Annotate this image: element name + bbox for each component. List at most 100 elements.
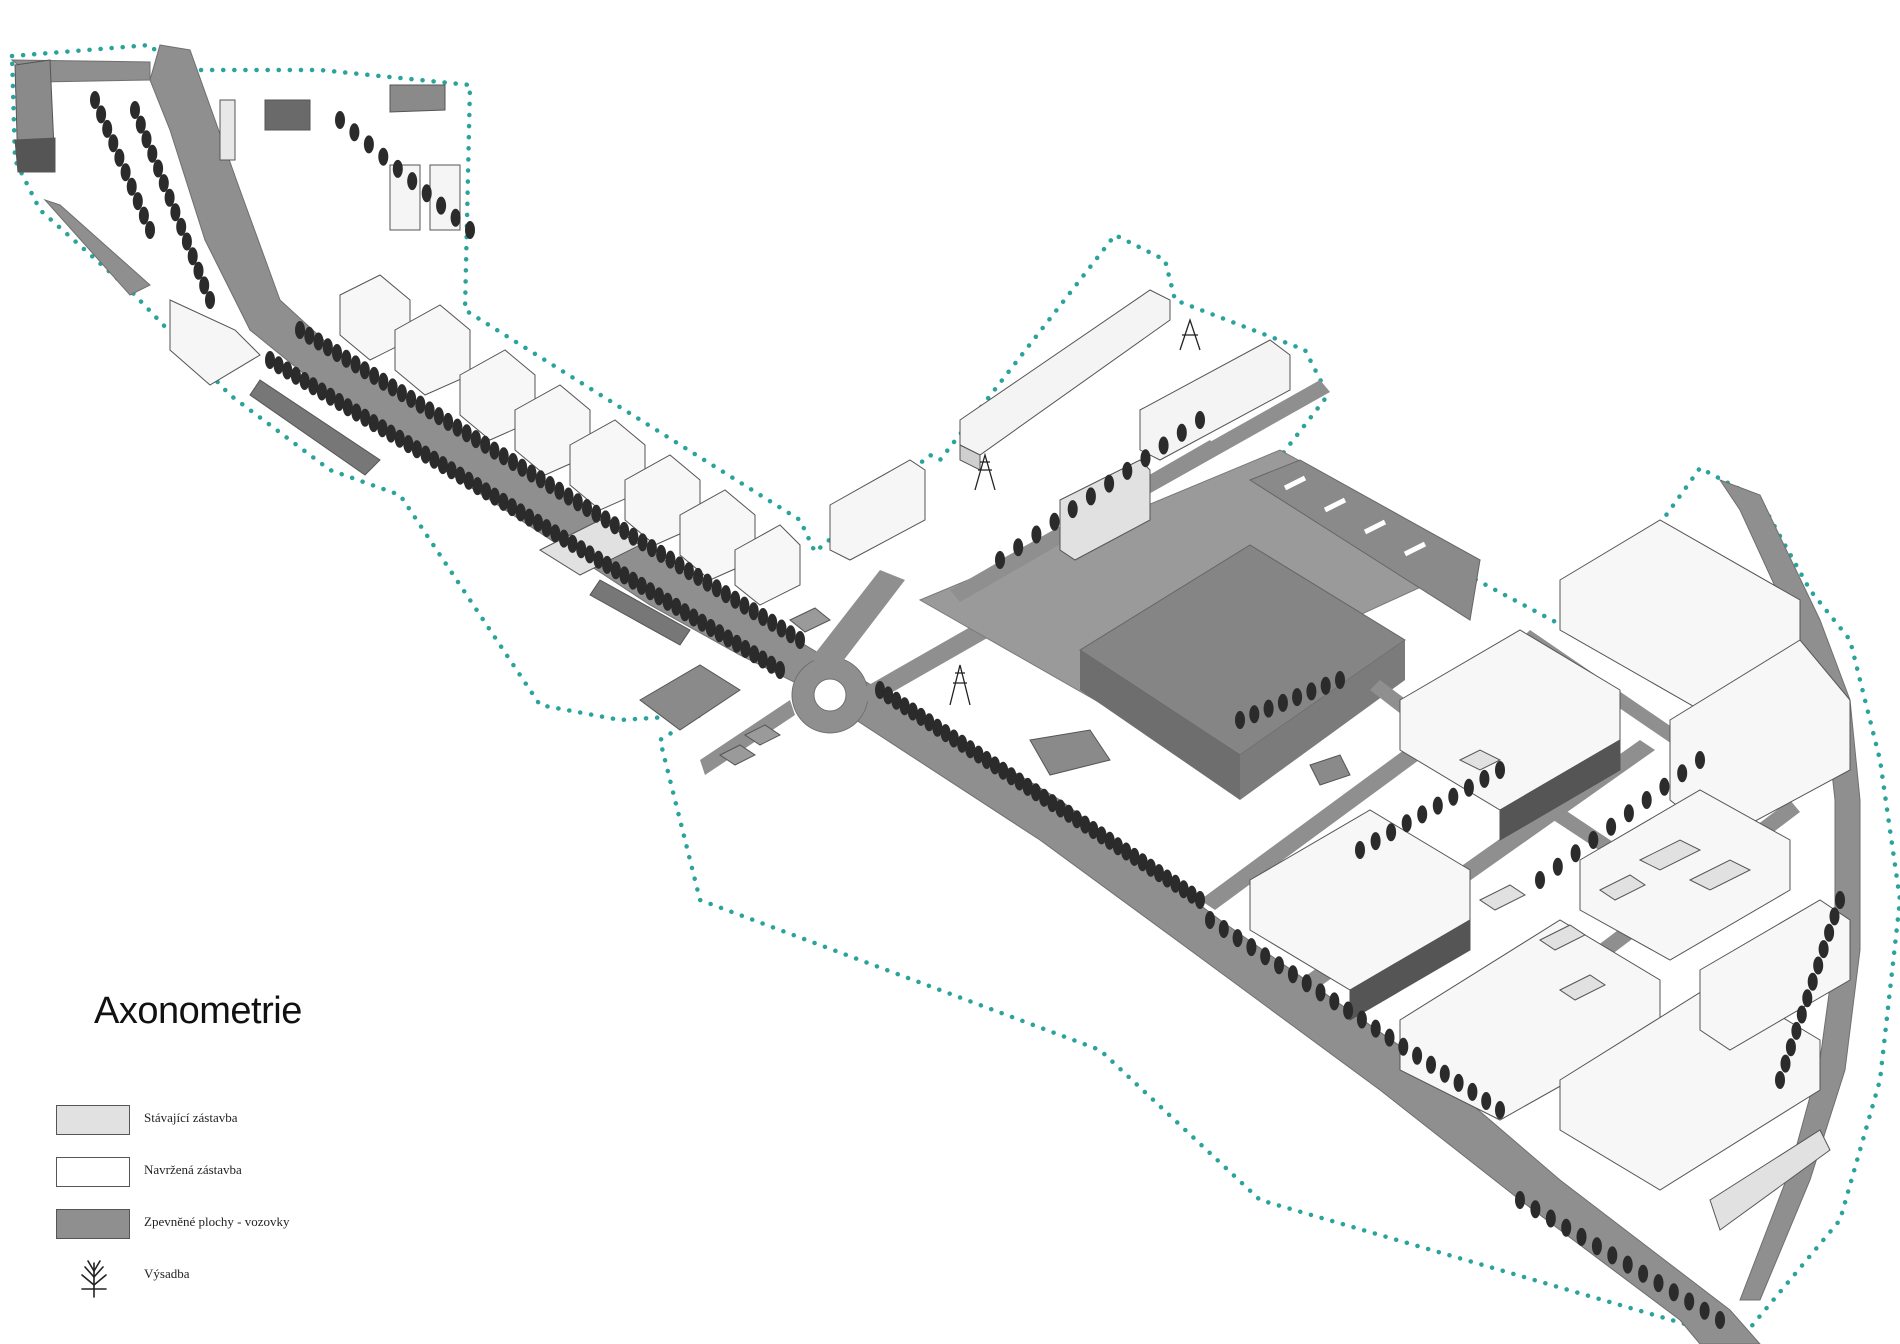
tree	[126, 177, 137, 196]
tree	[1030, 783, 1041, 802]
tree	[411, 440, 422, 459]
tree	[1176, 423, 1187, 442]
tree	[421, 184, 432, 203]
tree	[739, 596, 750, 615]
legend-label-paved: Zpevněné plochy - vozovky	[144, 1214, 290, 1229]
tree	[1552, 857, 1563, 876]
tree	[1063, 804, 1074, 823]
tree	[758, 608, 768, 626]
tree	[899, 697, 910, 716]
tree	[316, 382, 327, 401]
tree	[609, 516, 620, 535]
tree	[1699, 1301, 1710, 1320]
tree	[1561, 1218, 1572, 1237]
tree	[619, 566, 630, 585]
tree	[392, 159, 403, 178]
tree	[683, 562, 694, 581]
tree	[335, 111, 345, 129]
tree	[907, 702, 918, 721]
tree	[1588, 831, 1599, 849]
tree	[711, 579, 722, 598]
tree	[563, 487, 574, 506]
tree	[757, 650, 768, 669]
tree	[120, 163, 131, 182]
tree	[299, 372, 310, 390]
tree	[1813, 956, 1824, 975]
tree	[748, 602, 759, 621]
tree	[350, 355, 361, 374]
tree	[90, 91, 100, 109]
tree	[369, 366, 380, 385]
tree	[1096, 826, 1107, 845]
tree	[1791, 1021, 1802, 1040]
tree	[1398, 1037, 1409, 1056]
tree	[545, 476, 555, 494]
tree	[332, 344, 342, 362]
tree	[731, 634, 742, 653]
tree	[554, 481, 565, 500]
tree	[1006, 767, 1017, 786]
tree	[378, 147, 389, 166]
tree	[498, 447, 509, 466]
tree	[313, 332, 324, 351]
tree	[463, 471, 474, 490]
tree	[1315, 983, 1326, 1002]
tree	[308, 377, 319, 396]
tree	[1818, 940, 1829, 959]
tree	[1292, 688, 1303, 707]
legend-label-proposed: Navržená zástavba	[144, 1162, 242, 1177]
proposed-blocks-road	[339, 274, 801, 606]
tree	[1623, 804, 1634, 823]
tree	[1186, 885, 1197, 904]
tree	[567, 534, 578, 553]
tree	[593, 550, 604, 569]
tree	[141, 130, 152, 149]
tree	[1104, 474, 1115, 493]
tree	[665, 550, 676, 569]
tree	[875, 681, 885, 699]
tree	[1154, 864, 1164, 883]
tree	[1495, 1101, 1505, 1119]
tree	[1824, 923, 1835, 942]
tree	[610, 561, 621, 580]
tree	[1013, 538, 1024, 557]
tree	[775, 661, 785, 679]
tree	[1232, 929, 1243, 948]
tree	[1335, 671, 1345, 689]
tree	[646, 539, 657, 558]
tree	[199, 276, 210, 295]
tree	[1104, 831, 1115, 850]
tree	[1195, 891, 1205, 909]
tree	[1695, 751, 1705, 769]
tree	[1235, 711, 1245, 729]
tree	[1031, 525, 1042, 544]
tree	[776, 619, 787, 638]
tree	[730, 590, 741, 609]
tree	[1439, 1064, 1450, 1083]
tree	[671, 597, 682, 616]
tree	[1653, 1274, 1664, 1293]
tree	[489, 487, 500, 506]
tree	[153, 159, 164, 178]
tree	[341, 349, 352, 368]
legend-label-existing: Stávající zástavba	[144, 1110, 238, 1125]
tree	[965, 740, 976, 759]
tree	[533, 513, 543, 532]
tree	[187, 247, 198, 266]
tree	[415, 395, 426, 414]
tree-rows	[90, 91, 1845, 1329]
tree	[455, 466, 466, 485]
tree	[420, 445, 431, 464]
tree	[1170, 874, 1181, 893]
tree	[1401, 814, 1412, 833]
tree	[576, 540, 587, 559]
tree	[1495, 761, 1505, 779]
tree	[973, 745, 984, 764]
tree	[205, 291, 215, 309]
tree	[1218, 920, 1229, 938]
tree	[1384, 1028, 1395, 1047]
tree	[1121, 842, 1132, 861]
tree	[679, 603, 690, 622]
tree	[628, 527, 639, 546]
tree	[130, 101, 140, 119]
